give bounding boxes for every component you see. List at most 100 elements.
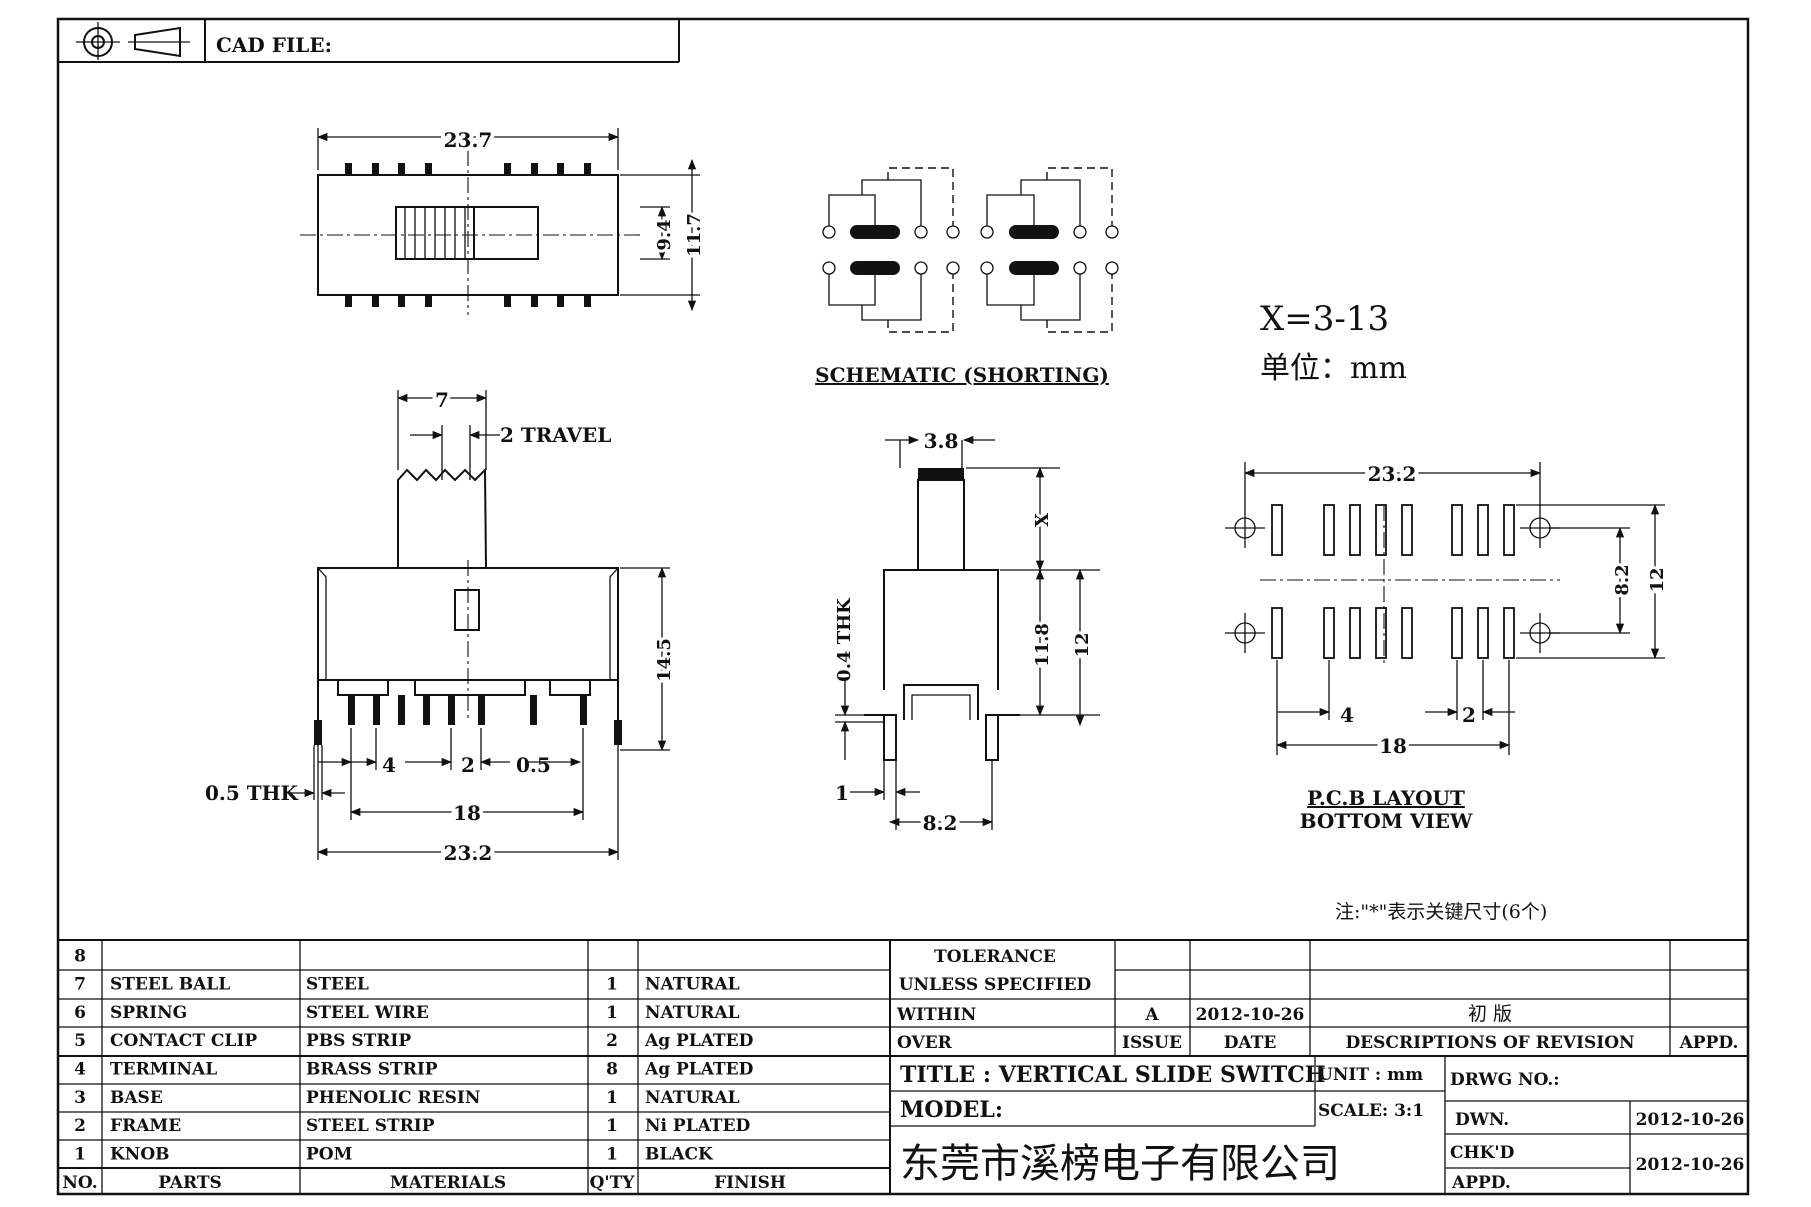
bom-cell-material: BRASS STRIP	[306, 1060, 438, 1080]
bom-cell-no: 3	[74, 1088, 86, 1108]
revision-date-value: 2012-10-26	[1196, 1005, 1305, 1025]
bom-cell-material: STEEL WIRE	[306, 1003, 429, 1023]
outer-frame	[56, 17, 1750, 1196]
company-name: 东莞市溪榜电子有限公司	[900, 1141, 1340, 1187]
cad-file-label: CAD FILE:	[216, 33, 332, 57]
dim-side-118: 11.8	[1032, 623, 1053, 667]
bom-cell-material: STEEL STRIP	[306, 1116, 435, 1136]
dim-pcb-2: 2	[1462, 703, 1476, 727]
dim-pcb-18: 18	[1379, 734, 1407, 758]
drwg-no-label: DRWG NO.:	[1450, 1070, 1560, 1090]
bom-header-no: NO.	[62, 1173, 97, 1193]
bom-cell-finish: NATURAL	[645, 1088, 740, 1108]
bom-cell-material: PHENOLIC RESIN	[306, 1088, 480, 1108]
dim-side-38: 3.8	[924, 429, 959, 453]
bom-cell-material: STEEL	[306, 975, 369, 995]
dim-side-82: 8.2	[923, 811, 958, 835]
side-view: 3.8 X 11.8 12 0.4 THK 1 8.2	[834, 429, 1100, 839]
dim-front-height: 14.5	[654, 638, 675, 682]
bom-cell-qty: 1	[606, 1144, 618, 1164]
dim-front-232: 23.2	[444, 841, 493, 865]
key-dimension-note: 注:"*"表示关键尺寸(6个)	[1335, 901, 1547, 923]
title-block-grid	[58, 939, 1748, 1194]
revision-date-label: DATE	[1224, 1033, 1277, 1053]
projection-symbol-icon	[76, 22, 190, 60]
bom-header-qty: Q'TY	[590, 1173, 636, 1193]
bom-cell-finish: BLACK	[645, 1144, 714, 1164]
unit-note-label: 单位：mm	[1260, 351, 1407, 386]
bom-cell-no: 6	[74, 1003, 86, 1023]
dim-side-1: 1	[835, 781, 849, 805]
dim-front-travel: 2 TRAVEL	[500, 423, 611, 447]
dim-pcb-232: 23.2	[1368, 462, 1417, 486]
bom-cell-qty: 1	[606, 1116, 618, 1136]
bom-cell-part: TERMINAL	[110, 1060, 217, 1080]
dim-side-thk: 0.4 THK	[834, 597, 855, 682]
dim-side-x: X	[1032, 513, 1053, 527]
dim-top-h2: 11.7	[684, 213, 705, 257]
dim-front-p4: 4	[382, 753, 396, 777]
dim-front-knob: 7	[435, 388, 449, 412]
revision-issue-value: A	[1144, 1005, 1159, 1025]
appd-label: APPD.	[1451, 1173, 1511, 1193]
bom-cell-material: PBS STRIP	[306, 1031, 411, 1051]
pcb-layout-view: 23.2 8.2 12 4 2 18 P.C.B LAYOUT BOTTOM V…	[1225, 458, 1671, 833]
dim-top-width: 23.7	[444, 128, 493, 152]
tolerance-subtitle: UNLESS SPECIFIED	[899, 975, 1092, 995]
revision-desc-label: DESCRIPTIONS OF REVISION	[1345, 1033, 1634, 1053]
bom-cell-part: FRAME	[110, 1116, 181, 1136]
schematic-label: SCHEMATIC (SHORTING)	[815, 363, 1109, 387]
bom-cell-part: CONTACT CLIP	[110, 1031, 257, 1051]
bom-cell-no: 8	[74, 946, 86, 966]
bom-cell-finish: NATURAL	[645, 975, 740, 995]
unit-label: UNIT : mm	[1318, 1065, 1423, 1085]
dim-front-18: 18	[453, 801, 481, 825]
tolerance-over: OVER	[897, 1033, 953, 1053]
bom-cell-part: BASE	[110, 1088, 163, 1108]
dim-front-p2: 2	[461, 753, 475, 777]
chkd-label: CHK'D	[1450, 1143, 1515, 1163]
tolerance-within: WITHIN	[896, 1005, 976, 1025]
bom-cell-qty: 1	[606, 975, 618, 995]
dim-pcb-12: 12	[1647, 567, 1668, 592]
dwn-label: DWN.	[1455, 1110, 1509, 1130]
bom-cell-no: 2	[74, 1116, 86, 1136]
dim-side-12: 12	[1072, 632, 1093, 657]
bom-cell-part: KNOB	[110, 1144, 170, 1164]
x-range-label: X=3-13	[1260, 299, 1389, 339]
bom-cell-no: 1	[74, 1144, 86, 1164]
pcb-layout-label: P.C.B LAYOUT	[1307, 786, 1465, 810]
chk-date: 2012-10-26	[1636, 1155, 1745, 1175]
dim-front-p05: 0.5	[516, 753, 551, 777]
bom-cell-part: SPRING	[110, 1003, 187, 1023]
front-view: 7 2 TRAVEL 14.5 4 2 0.5 0.5 THK	[205, 384, 678, 869]
revision-appd-label: APPD.	[1679, 1033, 1739, 1053]
bom-cell-qty: 2	[606, 1031, 618, 1051]
bom-cell-material: POM	[306, 1144, 353, 1164]
bom-cell-finish: Ni PLATED	[645, 1116, 751, 1136]
bottom-view-label: BOTTOM VIEW	[1300, 809, 1473, 833]
drawing-title: TITLE : VERTICAL SLIDE SWITCH	[900, 1062, 1326, 1088]
top-view: 23.7 9.4 11.7	[300, 124, 708, 315]
dim-front-thk: 0.5 THK	[205, 781, 299, 805]
bom-cell-no: 4	[74, 1060, 86, 1080]
schematic-diagram: SCHEMATIC (SHORTING)	[815, 167, 1119, 387]
bom-header-parts: PARTS	[158, 1173, 222, 1193]
bom-cell-qty: 1	[606, 1088, 618, 1108]
header-box: CAD FILE:	[58, 19, 680, 63]
bom-header-materials: MATERIALS	[390, 1173, 506, 1193]
bom-cell-finish: Ag PLATED	[644, 1031, 754, 1051]
bom-cell-qty: 8	[606, 1060, 618, 1080]
dim-pcb-4: 4	[1340, 703, 1354, 727]
bom-cell-finish: NATURAL	[645, 1003, 740, 1023]
bom-cell-no: 5	[74, 1031, 86, 1051]
dwn-date: 2012-10-26	[1636, 1110, 1745, 1130]
dim-top-h1: 9.4	[654, 219, 675, 250]
bom-cell-no: 7	[74, 975, 86, 995]
bom-cell-part: STEEL BALL	[110, 975, 230, 995]
bom-header-row: NO. PARTS MATERIALS Q'TY FINISH	[62, 1173, 786, 1193]
dim-pcb-82: 8.2	[1612, 564, 1633, 595]
tolerance-title: TOLERANCE	[934, 947, 1056, 967]
